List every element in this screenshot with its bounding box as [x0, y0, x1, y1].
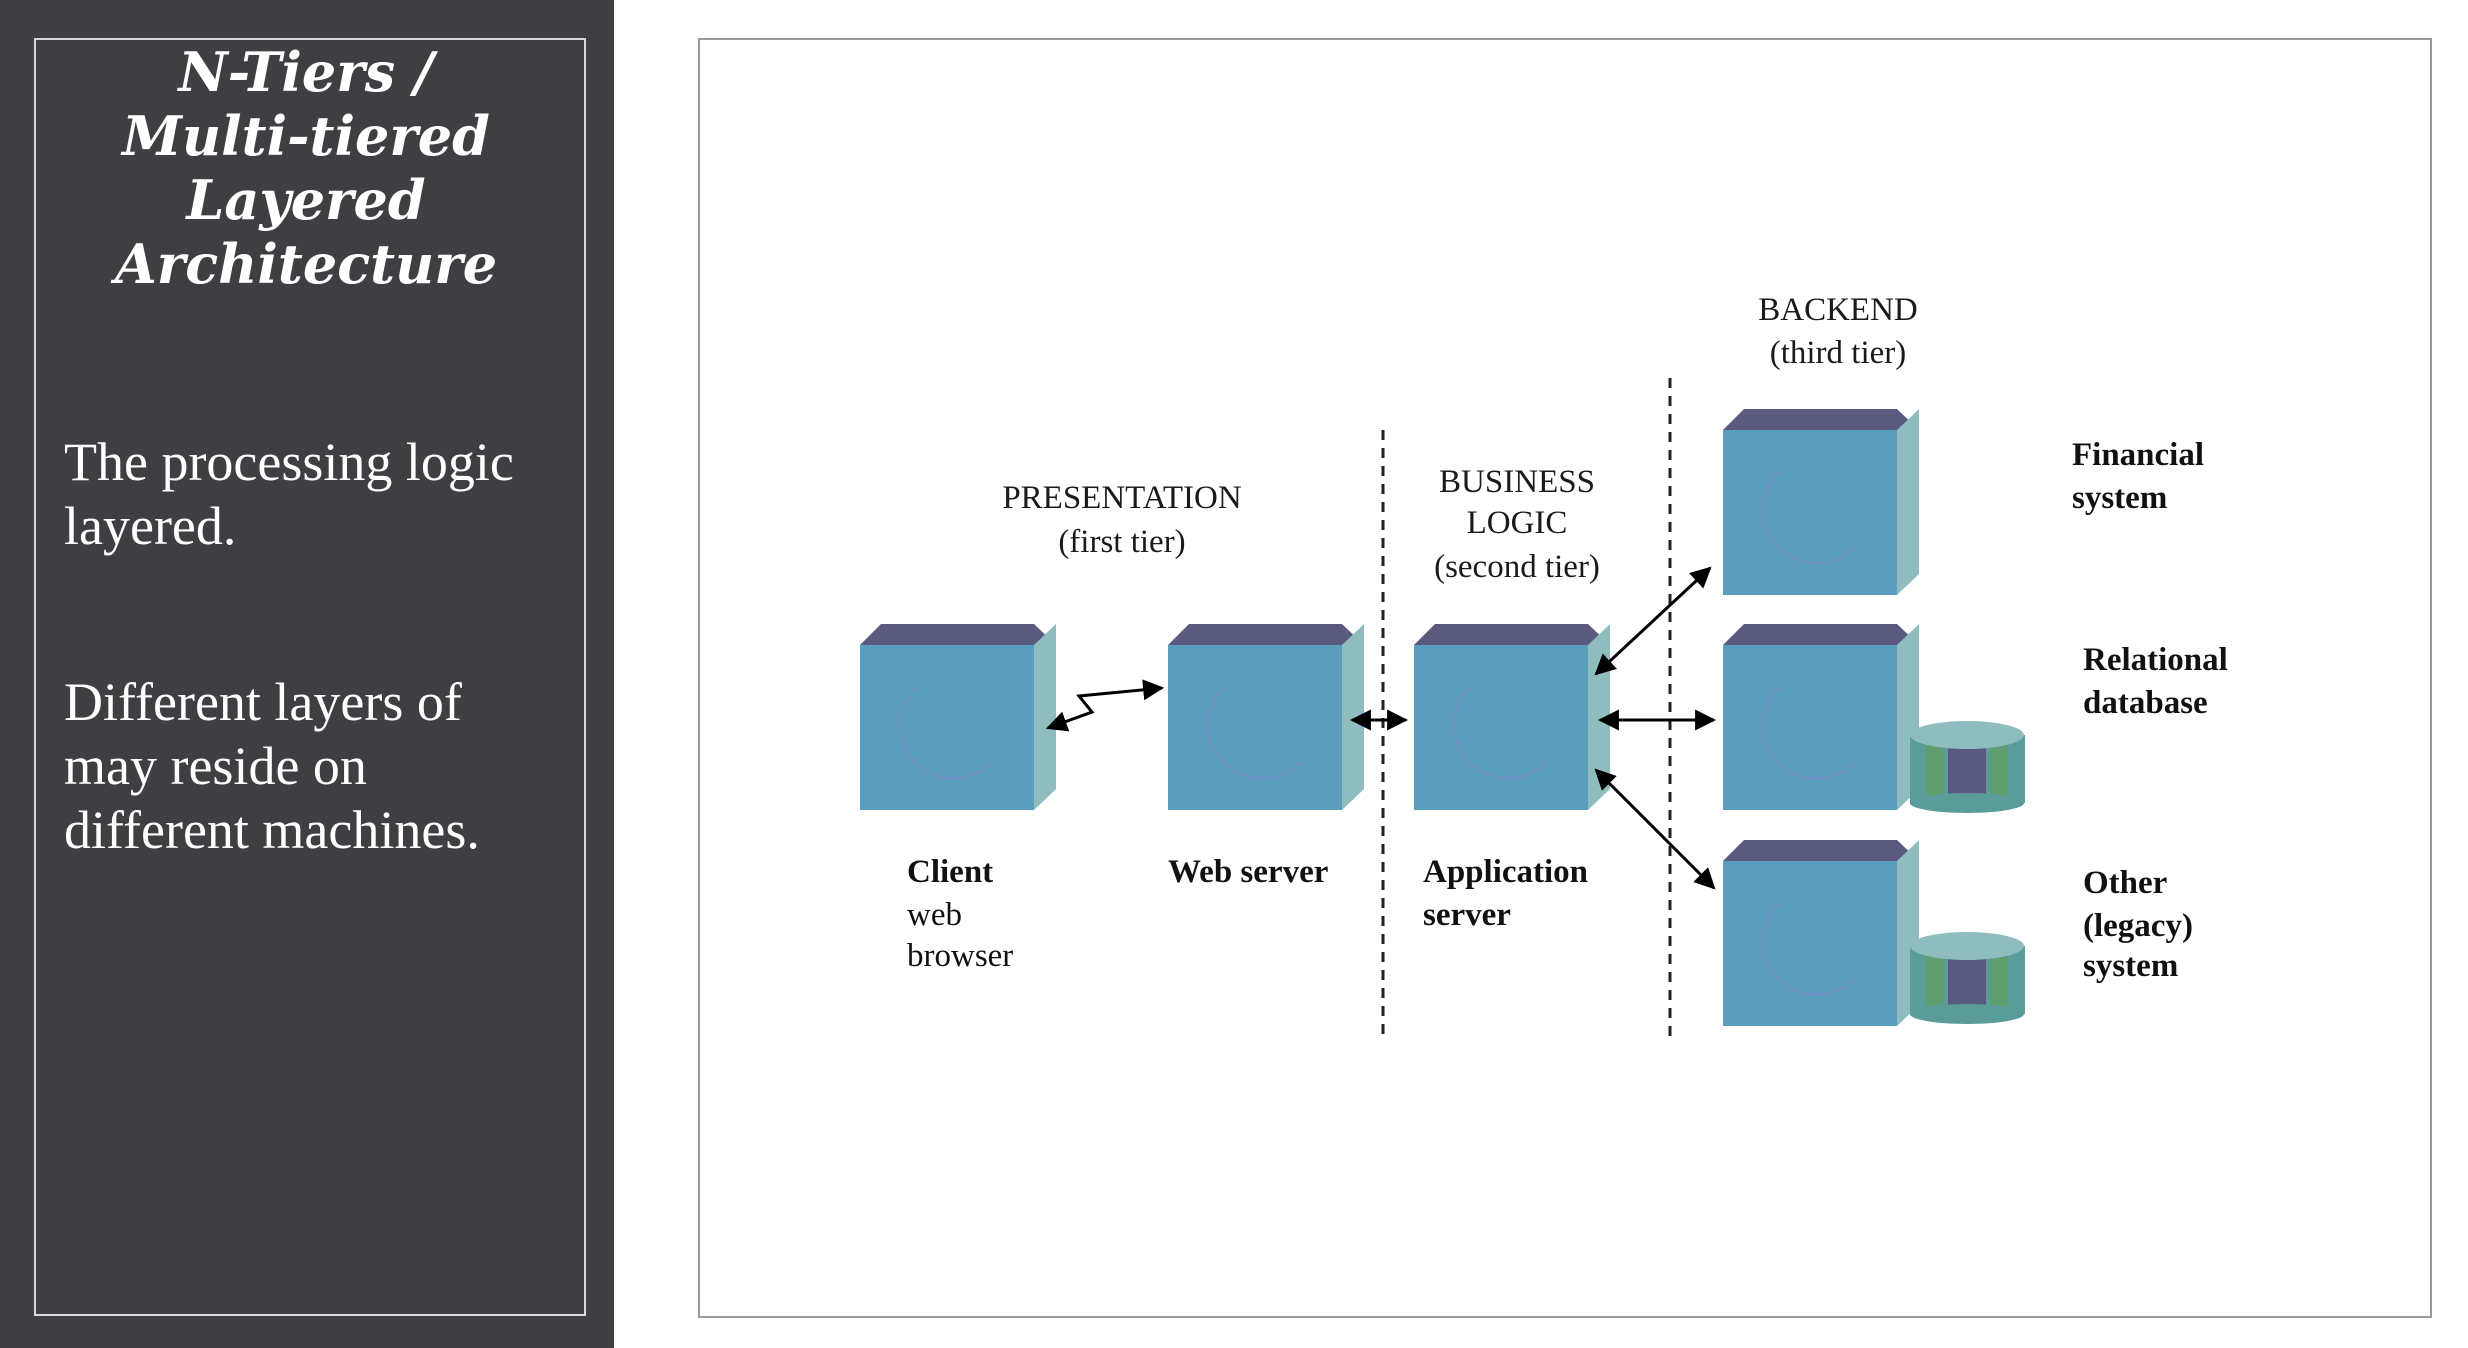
- slide-title: N-Tiers / Multi-tiered Layered Architect…: [40, 40, 572, 296]
- tier-business-sub: (second tier): [1434, 549, 1600, 585]
- cube-financial-system: [1723, 409, 1919, 595]
- node-label-relational: Relational: [2083, 642, 2228, 678]
- body-paragraph-layers: Different layers of may reside on differ…: [64, 670, 584, 862]
- node-label-relational-2: database: [2083, 685, 2208, 721]
- tier-presentation-label: PRESENTATION: [1002, 480, 1242, 516]
- node-sublabel-client: web: [907, 897, 962, 933]
- sidebar-border: [34, 38, 586, 1316]
- tier-presentation-sub: (first tier): [1058, 524, 1185, 560]
- title-line: N-Tiers /: [178, 40, 434, 104]
- title-line: Layered: [186, 168, 426, 232]
- node-sublabel-client-2: browser: [907, 938, 1013, 974]
- node-label-app-server: Application: [1423, 854, 1588, 890]
- connector-client-webserver: [1046, 679, 1165, 732]
- cube-client: [860, 624, 1056, 810]
- connector-app-financial: [1594, 566, 1712, 676]
- sidebar-panel: N-Tiers / Multi-tiered Layered Architect…: [0, 0, 614, 1348]
- database-cylinder-legacy: [1910, 932, 2025, 1024]
- node-label-legacy: Other: [2083, 865, 2167, 901]
- paragraph-line: may reside on: [64, 736, 367, 796]
- tier-backend-label: BACKEND: [1758, 292, 1918, 328]
- tier-business-label: BUSINESS: [1439, 464, 1595, 500]
- cube-relational-database: [1723, 624, 1919, 810]
- paragraph-line: Different layers of: [64, 672, 462, 732]
- paragraph-line: The processing logic: [64, 432, 514, 492]
- tier-business-label-2: LOGIC: [1467, 505, 1568, 541]
- paragraph-line: layered.: [64, 496, 237, 556]
- node-label-financial-2: system: [2072, 480, 2167, 516]
- paragraph-line: different machines.: [64, 800, 480, 860]
- node-label-web-server: Web server: [1168, 854, 1328, 890]
- tier-backend-sub: (third tier): [1770, 335, 1907, 371]
- title-line: Multi-tiered: [122, 104, 490, 168]
- cube-legacy-system: [1723, 840, 1919, 1026]
- node-label-app-server-2: server: [1423, 897, 1511, 933]
- cube-application-server: [1414, 624, 1610, 810]
- cube-web-server: [1168, 624, 1364, 810]
- connector-app-legacy: [1594, 768, 1716, 890]
- node-label-client: Client: [907, 854, 993, 890]
- node-label-financial: Financial: [2072, 437, 2204, 473]
- node-label-legacy-2: (legacy): [2083, 908, 2193, 944]
- body-paragraph-processing: The processing logic layered.: [64, 430, 584, 558]
- database-cylinder-relational: [1910, 721, 2025, 813]
- node-label-legacy-3: system: [2083, 948, 2178, 984]
- title-line: Architecture: [114, 232, 498, 296]
